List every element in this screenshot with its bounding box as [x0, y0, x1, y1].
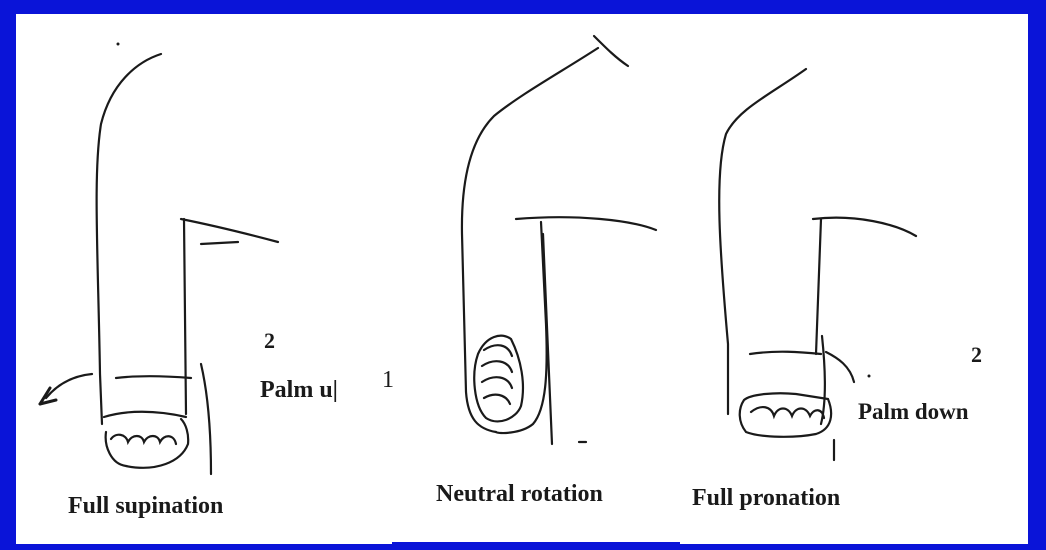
- caption-full-supination: Full supination: [68, 494, 223, 518]
- supination-torso-line: [181, 219, 278, 242]
- label-1: 1: [382, 368, 394, 392]
- rotation-arrow: [40, 374, 92, 404]
- pronation-shoulder-outline: [719, 69, 806, 414]
- rotation-arrow-curve: [46, 374, 92, 398]
- supination-shoulder-outline: [97, 54, 161, 424]
- neutral-body-side: [543, 234, 552, 444]
- pronation-wrist-line: [750, 352, 821, 354]
- label-2-right: 2: [971, 344, 982, 366]
- supination-inner-arm: [184, 219, 186, 414]
- pronation-knuckles: [751, 407, 824, 418]
- pronation-hand-outline: [740, 393, 831, 437]
- label-2-left: 2: [264, 330, 275, 352]
- supination-tick: [201, 242, 238, 244]
- neutral-neck: [594, 36, 628, 66]
- supination-dot: [117, 43, 120, 46]
- blue-strip: [392, 542, 680, 550]
- neutral-hand: [474, 336, 523, 422]
- caption-full-pronation: Full pronation: [692, 486, 840, 510]
- supination-figure: [97, 43, 278, 475]
- neutral-shoulder-outline: [462, 48, 598, 432]
- neutral-fingers: [482, 345, 512, 404]
- supination-finger-curls: [111, 435, 176, 444]
- supination-body-side: [201, 364, 211, 474]
- forearm-rotation-drawing: [16, 14, 1028, 544]
- pronation-torso-line: [813, 218, 916, 236]
- supination-hand-top: [104, 412, 186, 417]
- label-palm-up: Palm u|: [260, 378, 338, 402]
- pronation-dot: [868, 375, 871, 378]
- neutral-figure: [462, 36, 656, 444]
- caption-neutral-rotation: Neutral rotation: [436, 482, 603, 506]
- figure-panel: 2 Palm u| 1 2 Palm down Full supination …: [16, 14, 1028, 544]
- supination-wrist-line: [116, 376, 191, 378]
- pronation-inner-arm: [816, 219, 821, 354]
- label-palm-down: Palm down: [858, 400, 969, 423]
- neutral-torso-line: [516, 217, 656, 230]
- pronation-thumb-line: [826, 352, 854, 382]
